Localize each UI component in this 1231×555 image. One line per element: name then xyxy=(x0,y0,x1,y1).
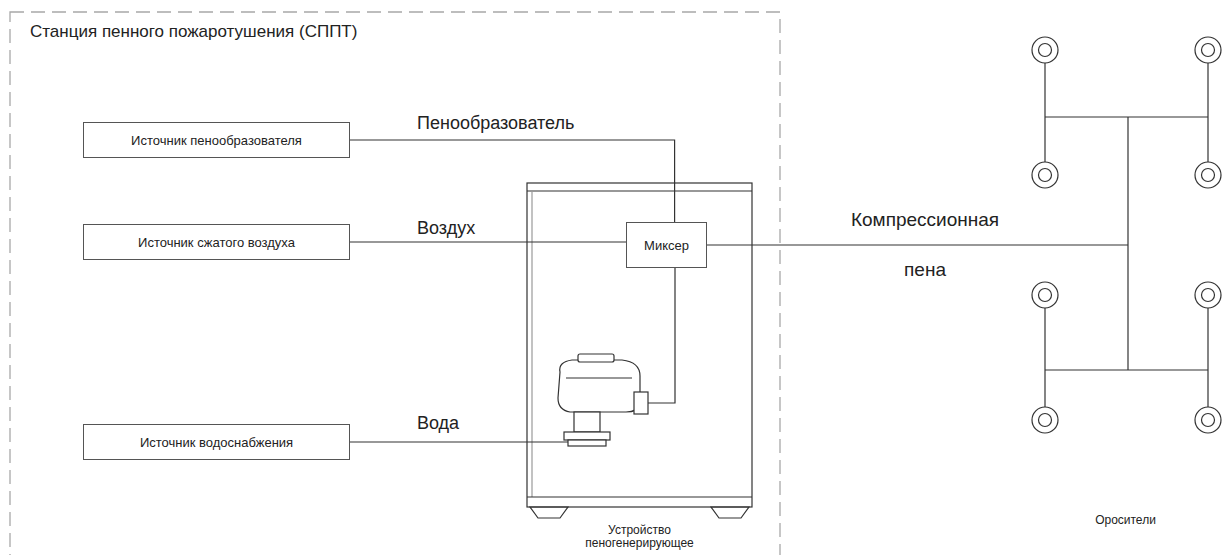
sprinkler-outer xyxy=(1195,162,1221,188)
sprinkler-head xyxy=(1195,162,1221,188)
node-label: Устройство пеногенерирующее xyxy=(555,524,725,550)
pipe xyxy=(1207,308,1208,407)
sprinkler-head xyxy=(1032,37,1058,63)
source-box: Источник сжатого воздуха xyxy=(83,224,350,260)
sprinkler-head xyxy=(1195,37,1221,63)
sprinkler-inner xyxy=(1039,169,1052,182)
pipe xyxy=(1044,308,1045,407)
pipe-connector xyxy=(707,244,1020,245)
pump-outlet-pipe xyxy=(648,268,675,403)
pipe xyxy=(1207,63,1208,162)
cabinet-foot xyxy=(530,507,568,518)
cabinet-bottom-band xyxy=(527,496,752,497)
pump-neck xyxy=(574,412,600,432)
pump-outlet xyxy=(634,392,648,414)
cabinet-body xyxy=(527,183,752,507)
pump-seam xyxy=(566,377,632,378)
edge-label: Пенообразователь xyxy=(417,113,574,134)
node-label: Источник пенообразователя xyxy=(131,133,302,148)
sprinkler-inner xyxy=(1202,44,1215,57)
pump-inlet xyxy=(568,440,606,446)
pipe-connector xyxy=(350,140,675,222)
sprinkler-outer xyxy=(1032,407,1058,433)
pump-cap xyxy=(578,354,614,362)
sprinkler-pipes xyxy=(1020,63,1208,407)
sprinkler-outer xyxy=(1032,162,1058,188)
pipe xyxy=(1045,116,1208,117)
sprinkler-outer xyxy=(1195,407,1221,433)
sprinkler-head xyxy=(1032,162,1058,188)
sprinkler-inner xyxy=(1039,289,1052,302)
node-label: Источник сжатого воздуха xyxy=(138,235,295,250)
sprinkler-head xyxy=(1032,282,1058,308)
pipe-connector xyxy=(350,441,527,442)
foam-cabinet xyxy=(527,183,752,518)
edge-label: Воздух xyxy=(417,218,475,239)
cabinet-side xyxy=(531,191,532,497)
node-label: Оросители xyxy=(1066,514,1186,527)
pump-symbol xyxy=(527,268,675,446)
sprinkler-outer xyxy=(1195,282,1221,308)
sprinkler-outer xyxy=(1032,37,1058,63)
node-label: Источник водоснабжения xyxy=(140,435,293,450)
mixer-box: Миксер xyxy=(626,222,707,268)
sprinkler-inner xyxy=(1202,414,1215,427)
sprinkler-inner xyxy=(1202,169,1215,182)
station-frame xyxy=(10,12,780,555)
source-box: Источник пенообразователя xyxy=(83,122,350,158)
pipe-connector xyxy=(350,241,626,242)
sprinkler-inner xyxy=(1039,44,1052,57)
sprinkler-outer xyxy=(1032,282,1058,308)
cabinet-top-band xyxy=(527,190,752,191)
pipe xyxy=(1127,117,1128,370)
sprinkler-inner xyxy=(1039,414,1052,427)
foam-generator: МиксерУстройство пеногенерирующее xyxy=(527,183,752,518)
source-box: Источник водоснабжения xyxy=(83,424,350,460)
edge-label: Компрессионная пена xyxy=(851,195,999,295)
sprinkler-outer xyxy=(1195,37,1221,63)
sprinkler-inner xyxy=(1202,289,1215,302)
cabinet-foot xyxy=(711,507,749,518)
pump-flange xyxy=(564,432,610,440)
sprinkler-group: Оросители xyxy=(1020,30,1231,508)
pipe xyxy=(1044,63,1045,162)
pipe xyxy=(1045,369,1208,370)
sprinkler-head xyxy=(1195,407,1221,433)
sprinkler-head xyxy=(1195,282,1221,308)
node-label: Станция пенного пожаротушения (СППТ) xyxy=(30,22,357,42)
edge-label: Вода xyxy=(417,413,459,434)
station-region: Источник пенообразователяИсточник сжатог… xyxy=(10,12,780,555)
sprinkler-head xyxy=(1032,407,1058,433)
pump-body xyxy=(558,360,640,412)
sprinkler-heads xyxy=(1032,37,1221,433)
pipe xyxy=(1020,244,1128,245)
node-label: Миксер xyxy=(644,238,689,253)
